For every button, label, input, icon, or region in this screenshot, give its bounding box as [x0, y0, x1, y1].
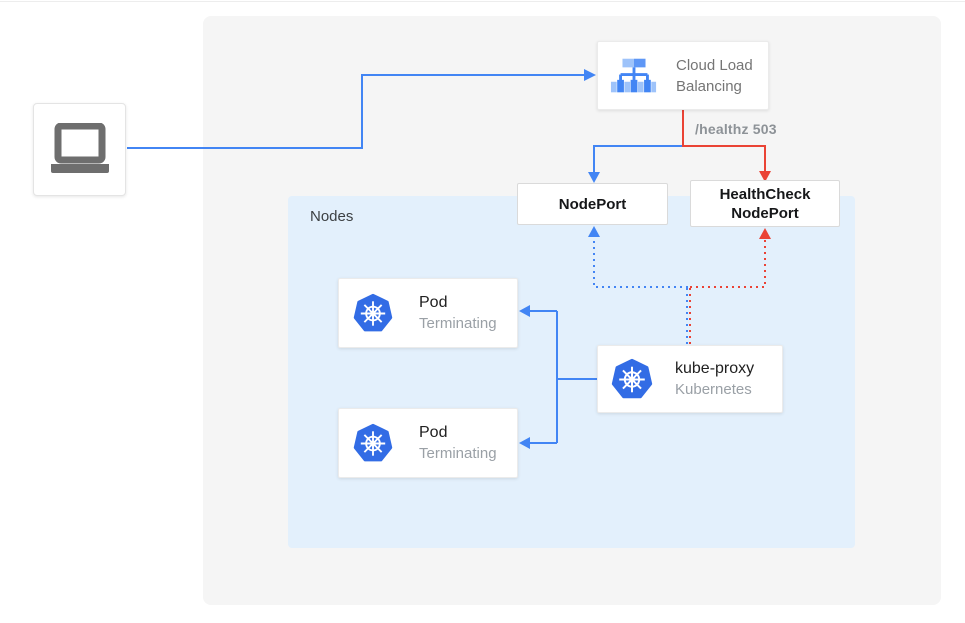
kubernetes-icon	[353, 423, 393, 464]
healthz-status-label: /healthz 503	[695, 121, 777, 137]
laptop-icon	[50, 122, 109, 173]
nodes-group-label: Nodes	[310, 208, 354, 225]
cloud-load-balancing-icon	[610, 58, 657, 92]
healthcheck-nodeport-label: HealthCheck NodePort	[719, 185, 811, 222]
kube-proxy-subtitle: Kubernetes	[675, 381, 752, 398]
cloud-load-balancing-node: Cloud Load Balancing	[597, 41, 769, 110]
kube-proxy-title: kube-proxy	[675, 360, 755, 377]
cloud-load-balancing-label: Cloud Load Balancing	[676, 56, 753, 95]
kubernetes-icon	[353, 293, 393, 334]
healthcheck-nodeport-node: HealthCheck NodePort	[690, 180, 840, 227]
kubernetes-icon	[611, 358, 653, 401]
nodeport-node: NodePort	[517, 183, 668, 225]
pod-title: Pod	[419, 424, 448, 441]
top-divider	[0, 1, 965, 2]
pod-status: Terminating	[419, 315, 497, 332]
pod-title: Pod	[419, 294, 448, 311]
pod-node-1: Pod Terminating	[338, 278, 518, 348]
pod-node-2: Pod Terminating	[338, 408, 518, 478]
kube-proxy-node: kube-proxy Kubernetes	[597, 345, 783, 413]
client-laptop-node	[33, 103, 126, 196]
pod-status: Terminating	[419, 445, 497, 462]
